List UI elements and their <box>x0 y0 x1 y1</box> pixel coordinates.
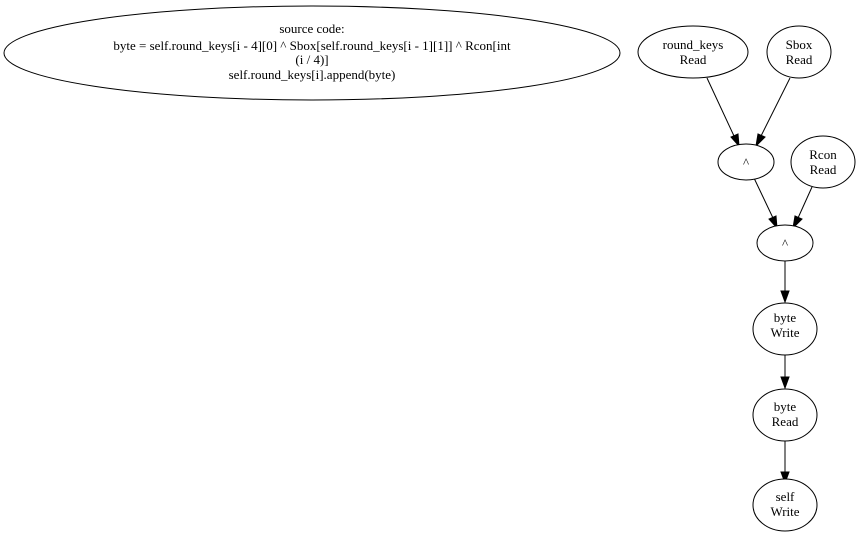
edge-byte-write-to-byte-read <box>780 355 790 390</box>
edge-rcon-to-xor-2 <box>792 186 813 230</box>
node-xor-1: ^ <box>717 143 775 181</box>
source-code-line-1: source code: <box>279 21 344 36</box>
edge-xor-2-to-byte-write <box>780 260 790 304</box>
node-label-self: self <box>776 489 795 504</box>
edges <box>706 77 813 485</box>
node-label-xor: ^ <box>782 236 788 251</box>
node-label-xor: ^ <box>743 155 749 170</box>
node-label-read: Read <box>810 162 837 177</box>
node-sbox-read: Sbox Read <box>766 25 832 79</box>
node-label-read: Read <box>772 414 799 429</box>
source-code-node: source code: byte = self.round_keys[i - … <box>3 5 621 101</box>
source-code-line-3: (i / 4)] <box>295 52 328 67</box>
node-label-round-keys: round_keys <box>663 37 724 52</box>
node-label-read: Read <box>680 52 707 67</box>
node-xor-2: ^ <box>756 224 814 262</box>
node-self-write: self Write <box>752 478 818 532</box>
node-label-write: Write <box>770 504 799 519</box>
node-label-byte: byte <box>774 310 797 325</box>
node-rcon-read: Rcon Read <box>790 135 856 189</box>
source-code-line-4: self.round_keys[i].append(byte) <box>229 67 396 82</box>
source-code-line-2: byte = self.round_keys[i - 4][0] ^ Sbox[… <box>113 38 511 53</box>
node-label-read: Read <box>786 52 813 67</box>
node-label-write: Write <box>770 325 799 340</box>
edge-sbox-to-xor-1 <box>755 77 791 148</box>
node-label-byte: byte <box>774 399 797 414</box>
node-label-sbox: Sbox <box>786 37 813 52</box>
node-byte-read: byte Read <box>752 388 818 442</box>
edge-xor-1-to-xor-2 <box>753 177 778 230</box>
node-byte-write: byte Write <box>752 302 818 356</box>
edge-byte-read-to-self-write <box>780 441 790 485</box>
node-label-rcon: Rcon <box>809 147 837 162</box>
edge-round-keys-to-xor-1 <box>706 77 740 148</box>
node-round-keys-read: round_keys Read <box>637 25 749 79</box>
